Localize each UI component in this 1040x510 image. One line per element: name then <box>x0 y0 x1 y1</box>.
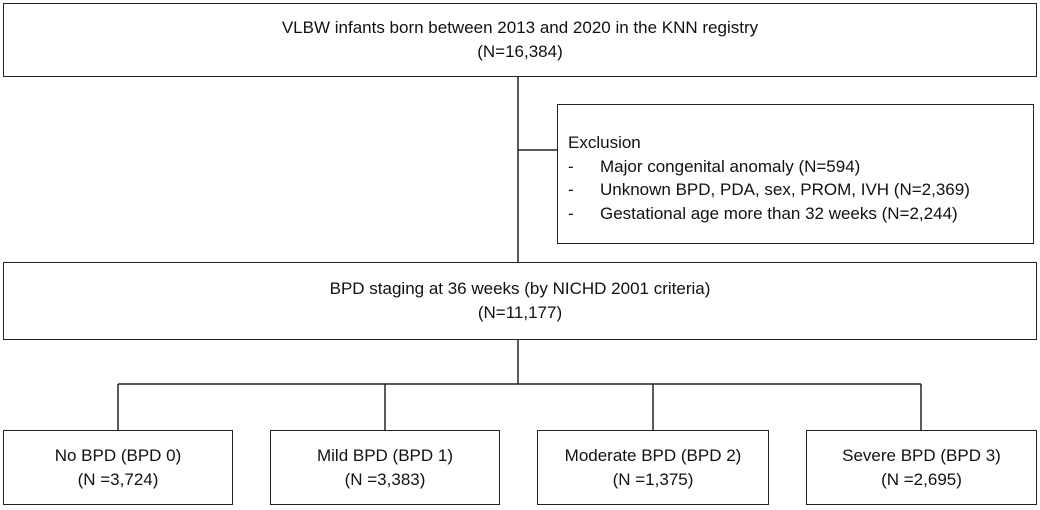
exclusion-item: - Major congenital anomaly (N=594) <box>568 155 970 179</box>
staging-count: (N=11,177) <box>477 303 563 322</box>
cohort-box: VLBW infants born between 2013 and 2020 … <box>3 3 1037 77</box>
exclusion-title: Exclusion <box>568 133 641 152</box>
staging-box: BPD staging at 36 weeks (by NICHD 2001 c… <box>3 262 1037 340</box>
cohort-count: (N=16,384) <box>477 42 563 61</box>
outcome-box-severe-bpd: Severe BPD (BPD 3) (N =2,695) <box>806 430 1037 505</box>
outcome-label: Severe BPD (BPD 3) <box>842 445 1001 465</box>
outcome-count: (N =3,383) <box>344 469 426 489</box>
exclusion-item-text: Major congenital anomaly (N=594) <box>600 156 861 176</box>
exclusion-item-text: Unknown BPD, PDA, sex, PROM, IVH (N=2,36… <box>600 180 970 199</box>
exclusion-box: Exclusion - Major congenital anomaly (N=… <box>557 104 1034 244</box>
outcome-label: Moderate BPD (BPD 2) <box>564 445 742 465</box>
exclusion-bullet: - <box>568 203 574 223</box>
outcome-count: (N =3,724) <box>77 469 159 489</box>
outcome-box-no-bpd: No BPD (BPD 0) (N =3,724) <box>3 430 233 505</box>
exclusion-item: - Gestational age more than 32 weeks (N=… <box>568 202 970 226</box>
staging-description: BPD staging at 36 weeks (by NICHD 2001 c… <box>329 279 711 298</box>
outcome-label: No BPD (BPD 0) <box>54 445 182 465</box>
outcome-count: (N =1,375) <box>612 469 694 489</box>
exclusion-item-text: Gestational age more than 32 weeks (N=2,… <box>600 203 958 223</box>
cohort-description: VLBW infants born between 2013 and 2020 … <box>281 18 759 37</box>
outcome-box-mild-bpd: Mild BPD (BPD 1) (N =3,383) <box>270 430 500 505</box>
exclusion-item: - Unknown BPD, PDA, sex, PROM, IVH (N=2,… <box>568 178 970 202</box>
outcome-count: (N =2,695) <box>881 469 962 489</box>
exclusion-bullet: - <box>568 156 574 176</box>
exclusion-bullet: - <box>568 180 574 199</box>
outcome-box-moderate-bpd: Moderate BPD (BPD 2) (N =1,375) <box>537 430 769 505</box>
outcome-label: Mild BPD (BPD 1) <box>316 445 454 465</box>
exclusion-list: - Major congenital anomaly (N=594) - Unk… <box>568 155 970 226</box>
